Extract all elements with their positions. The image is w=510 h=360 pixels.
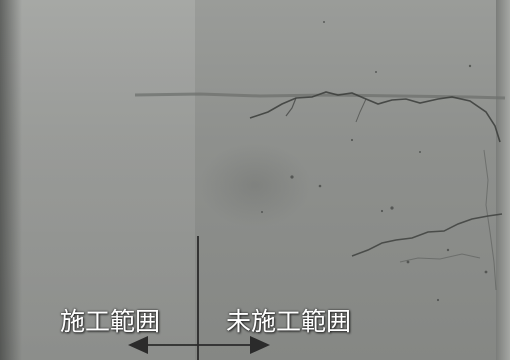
wall-crack-lower-tail xyxy=(399,253,481,263)
wall-crack-lower xyxy=(351,213,503,257)
wall-crack-vertical xyxy=(483,149,497,291)
left-edge-shadow xyxy=(0,0,22,360)
right-edge-panel xyxy=(496,0,510,360)
arrow-head-right-icon xyxy=(250,336,270,354)
wall-crack-branch-2 xyxy=(355,98,367,123)
wall-crack-upper xyxy=(249,91,501,143)
concrete-pores xyxy=(261,21,488,302)
arrow-head-left-icon xyxy=(128,336,148,354)
treated-wall-area xyxy=(0,0,195,360)
wall-crack-branch xyxy=(285,97,297,117)
construction-joint-line xyxy=(134,92,506,100)
treated-range-label: 施工範囲 xyxy=(60,307,161,336)
untreated-range-label: 未施工範囲 xyxy=(226,307,352,336)
range-arrow xyxy=(128,336,270,354)
